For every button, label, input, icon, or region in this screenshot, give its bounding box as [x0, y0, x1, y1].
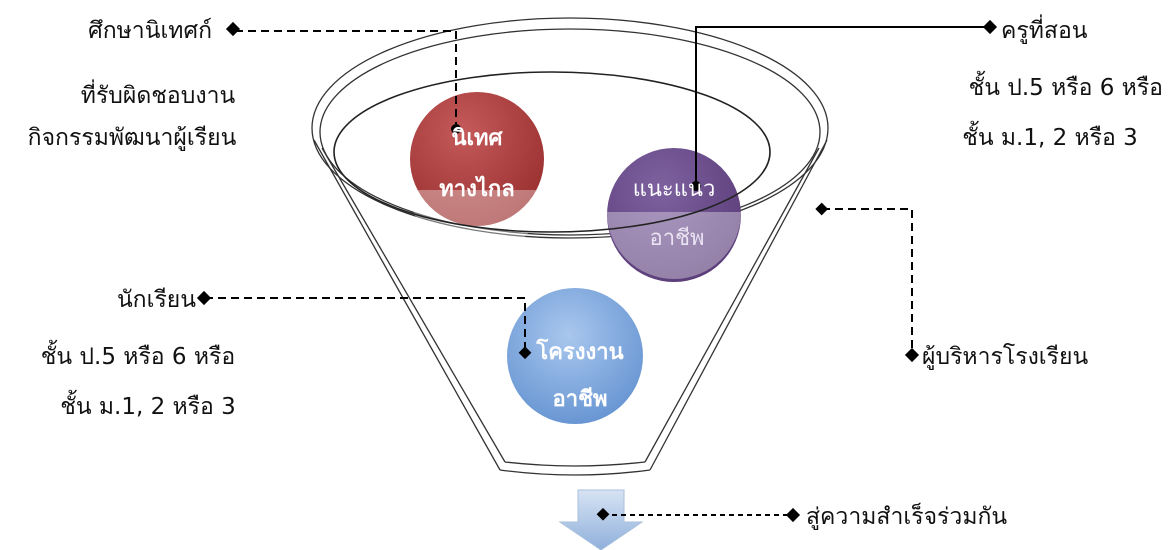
teacher-line2: ชั้น ป.5 หรือ 6 หรือ — [969, 71, 1163, 101]
inner-rim — [333, 71, 771, 233]
admin-label: ผู้บริหารโรงเรียน — [922, 343, 1088, 370]
students-line2: ชั้น ป.5 หรือ 6 หรือ — [41, 340, 235, 370]
guidance-circle — [607, 148, 741, 282]
students-line3: ชั้น ม.1, 2 หรือ 3 — [60, 390, 236, 420]
project-circle — [507, 288, 643, 424]
connectors — [205, 26, 990, 516]
rim-highlight — [410, 190, 741, 279]
guidance-line2: อาชีพ — [650, 226, 705, 251]
nithet-line1: นิเทศ — [451, 125, 503, 151]
nithet-circle — [410, 92, 544, 226]
supervisor-line3: กิจกรรมพัฒนาผู้เรียน — [28, 125, 237, 151]
project-line1: โครงงาน — [535, 338, 623, 365]
success-label: สู่ความสำเร็จร่วมกัน — [806, 501, 1007, 530]
marker-teacher-end — [691, 181, 701, 191]
down-arrow — [558, 489, 644, 550]
marker-supervisor-end — [451, 124, 461, 134]
connector-markers — [196, 19, 998, 523]
nithet-line2: ทางไกล — [439, 175, 514, 202]
teacher-line3: ชั้น ม.1, 2 หรือ 3 — [962, 121, 1138, 151]
funnel-outline — [311, 17, 829, 476]
marker-admin-start — [815, 202, 829, 216]
guidance-line1: แนะแนว — [633, 177, 716, 202]
teacher-line1: ครูที่สอน — [1001, 14, 1088, 44]
marker-admin-end — [904, 347, 920, 363]
marker-supervisor-start — [225, 21, 241, 37]
marker-students-start — [196, 290, 212, 306]
students-line1: นักเรียน — [117, 287, 196, 313]
supervisor-line2: ที่รับผิดชอบงาน — [81, 79, 236, 109]
project-line2: อาชีพ — [553, 386, 608, 412]
marker-success-end — [785, 507, 801, 523]
supervisor-line1: ศึกษานิเทศก์ — [88, 17, 212, 44]
marker-teacher-start — [982, 19, 998, 35]
